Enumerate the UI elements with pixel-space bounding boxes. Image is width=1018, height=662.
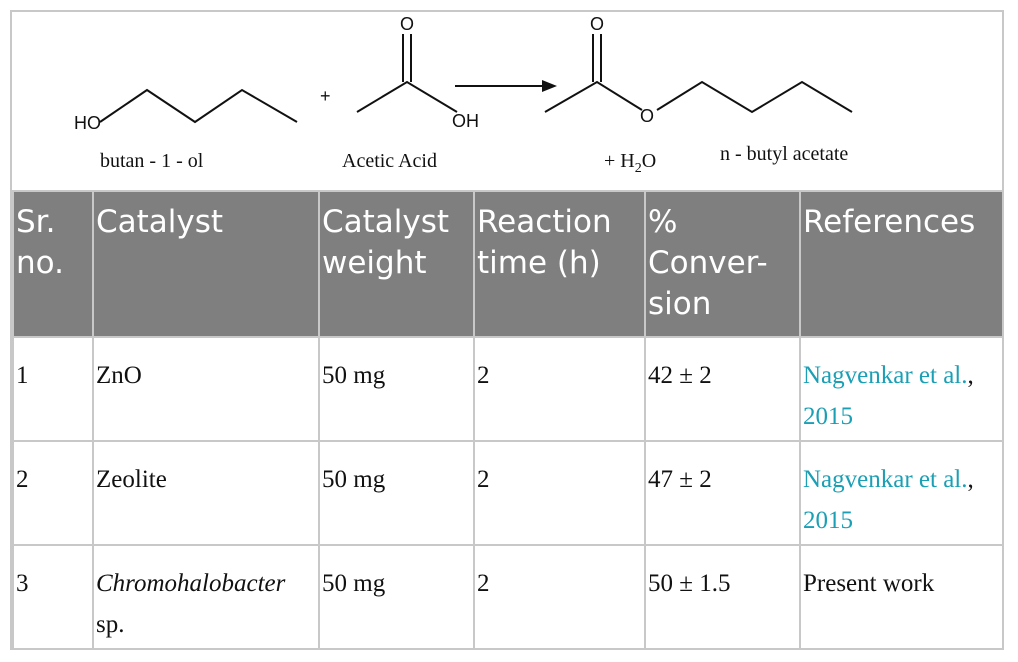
header-references: References	[799, 190, 1004, 338]
cell-time: 2	[473, 440, 646, 546]
cell-catalyst: Zeolite	[92, 440, 320, 546]
ester-carbonyl-o-label: O	[590, 14, 604, 34]
cell-sr: 1	[12, 336, 94, 442]
cell-conversion: 50 ± 1.5	[644, 544, 801, 650]
cell-reference: Nagvenkar et al.,2015	[799, 440, 1004, 546]
cell-time: 2	[473, 336, 646, 442]
butyl-chain-structure	[656, 80, 853, 114]
reference-year-link[interactable]: 2015	[803, 403, 853, 430]
table-row: 1 ZnO 50 mg 2 42 ± 2 Nagvenkar et al.,20…	[12, 336, 1004, 442]
cell-conversion: 47 ± 2	[644, 440, 801, 546]
water-label: + H2O	[604, 150, 656, 176]
butanol-structure	[99, 88, 298, 124]
header-catalyst: Catalyst	[92, 190, 320, 338]
header-sr-no: Sr.no.	[12, 190, 94, 338]
product-name: n - butyl acetate	[720, 143, 848, 165]
catalyst-species: sp.	[96, 611, 125, 638]
cell-catalyst: ZnO	[92, 336, 320, 442]
cell-catalyst: Chromohalobacter sp.	[92, 544, 320, 650]
table-row: 2 Zeolite 50 mg 2 47 ± 2 Nagvenkar et al…	[12, 440, 1004, 546]
reaction-arrowhead	[542, 80, 557, 92]
header-conversion: %Conver-sion	[644, 190, 801, 338]
reaction-svg: HO butan - 1 - ol + O OH Acetic Acid O O…	[74, 14, 853, 176]
cell-time: 2	[473, 544, 646, 650]
acetic-acid-o-label: O	[400, 14, 414, 34]
cell-weight: 50 mg	[318, 544, 475, 650]
ester-chain-o-label: O	[640, 106, 654, 126]
table-row: 3 Chromohalobacter sp. 50 mg 2 50 ± 1.5 P…	[12, 544, 1004, 650]
cell-sr: 2	[12, 440, 94, 546]
cell-weight: 50 mg	[318, 440, 475, 546]
cell-reference: Nagvenkar et al.,2015	[799, 336, 1004, 442]
cell-conversion: 42 ± 2	[644, 336, 801, 442]
reference-link[interactable]: Nagvenkar et al.	[803, 362, 968, 389]
reference-year-link[interactable]: 2015	[803, 507, 853, 534]
catalyst-genus: Chromohalobacter	[96, 570, 286, 597]
reactant2-name: Acetic Acid	[342, 150, 437, 172]
reactant1-name: butan - 1 - ol	[100, 150, 204, 172]
cell-weight: 50 mg	[318, 336, 475, 442]
butanol-ho-label: HO	[74, 113, 101, 133]
cell-reference: Present work	[799, 544, 1004, 650]
cell-sr: 3	[12, 544, 94, 650]
reaction-scheme: HO butan - 1 - ol + O OH Acetic Acid O O…	[12, 12, 1002, 192]
reference-link[interactable]: Nagvenkar et al.	[803, 466, 968, 493]
acetic-acid-oh-label: OH	[452, 111, 479, 131]
butyl-acetate-structure	[544, 80, 643, 113]
plus-sign: +	[320, 86, 331, 106]
acetic-acid-structure	[356, 80, 458, 113]
